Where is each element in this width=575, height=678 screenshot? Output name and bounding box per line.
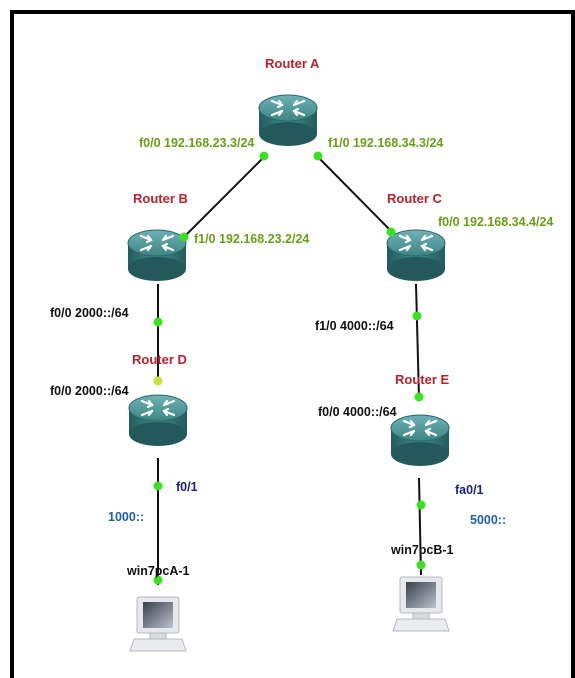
if-b-f0: f0/0 2000::/64 — [50, 306, 129, 320]
if-e-f0: f0/0 4000::/64 — [318, 405, 397, 419]
network-left: 1000:: — [108, 510, 144, 524]
router-d-icon[interactable] — [127, 393, 189, 448]
if-e-fa01: fa0/1 — [455, 483, 484, 497]
pc-b-icon[interactable] — [392, 576, 450, 632]
dot-pca — [153, 575, 163, 585]
link-e-pcb — [418, 477, 422, 576]
router-b-icon[interactable] — [126, 228, 188, 283]
dot-d-f01 — [153, 481, 163, 491]
dot-pcb — [416, 560, 426, 570]
dot-a-f0 — [259, 151, 269, 161]
if-d-f0: f0/0 2000::/64 — [50, 384, 129, 398]
router-e-icon[interactable] — [389, 413, 451, 468]
router-e-label: Router E — [395, 372, 450, 387]
dot-d-f0 — [153, 376, 163, 386]
if-b-f1: f1/0 192.168.23.2/24 — [194, 232, 309, 246]
link-a-c — [317, 156, 393, 233]
dot-b-f0 — [153, 317, 163, 327]
network-right: 5000:: — [470, 513, 506, 527]
dot-e-fa01 — [416, 500, 426, 510]
links — [157, 156, 422, 585]
if-a-f0: f0/0 192.168.23.3/24 — [139, 136, 254, 150]
if-d-f01: f0/1 — [176, 480, 198, 494]
router-a-icon[interactable] — [257, 93, 319, 148]
dot-e-f0 — [414, 392, 424, 402]
dot-c-f0 — [386, 227, 396, 237]
dot-c-f1 — [412, 311, 422, 321]
router-b-label: Router B — [133, 191, 188, 206]
if-a-f1: f1/0 192.168.34.3/24 — [328, 136, 443, 150]
router-c-label: Router C — [387, 191, 443, 206]
link-dots — [153, 151, 426, 585]
if-c-f1: f1/0 4000::/64 — [315, 319, 394, 333]
link-c-e — [415, 283, 420, 399]
router-a-label: Router A — [265, 56, 320, 71]
router-d-label: Router D — [132, 352, 187, 367]
dot-a-f1 — [313, 151, 323, 161]
host-a-label: win7pcA-1 — [126, 564, 190, 578]
link-a-b — [182, 156, 265, 239]
host-b-label: win7pcB-1 — [390, 543, 454, 557]
router-c-icon[interactable] — [385, 228, 447, 283]
dot-b-f1 — [179, 232, 189, 242]
pc-a-icon[interactable] — [129, 596, 187, 652]
if-c-f0: f0/0 192.168.34.4/24 — [438, 215, 553, 229]
